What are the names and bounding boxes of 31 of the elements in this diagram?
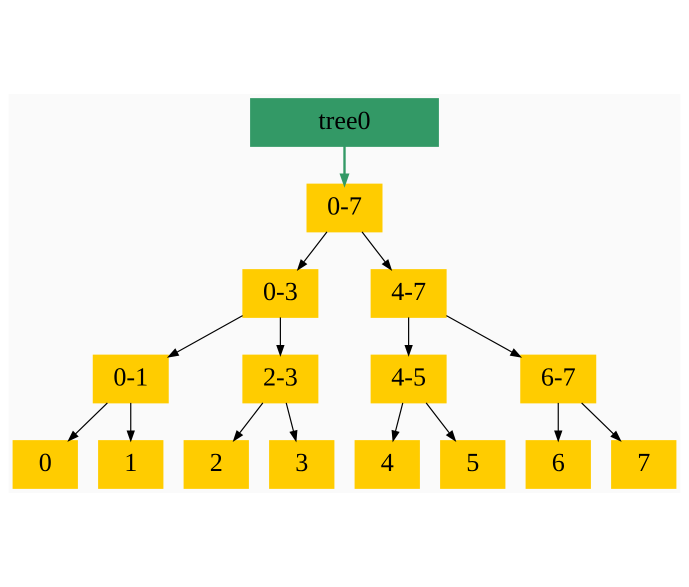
arrow: [166, 315, 243, 358]
node-box: 4-7: [370, 269, 447, 318]
node-box: tree0: [250, 98, 439, 147]
arrow: [404, 317, 413, 357]
arrow: [392, 402, 404, 442]
arrow: [67, 402, 108, 442]
node-box: 0: [12, 440, 78, 489]
node-box: 0-1: [92, 354, 169, 404]
node-box: 1: [98, 440, 164, 489]
arrow: [581, 402, 622, 442]
arrow: [362, 232, 392, 272]
arrow: [126, 402, 135, 442]
node-box: 0-3: [242, 269, 318, 318]
arrow: [446, 315, 522, 358]
arrow: [232, 402, 264, 442]
node-box: 4: [354, 440, 420, 489]
node-box: 0-7: [306, 184, 382, 232]
arrow: [426, 402, 456, 442]
node-box: 4-5: [370, 354, 447, 404]
arrow: [554, 402, 562, 442]
node-box: 2-3: [242, 354, 318, 404]
arrow: [340, 146, 350, 188]
node-box: 6-7: [520, 354, 596, 404]
arrow: [296, 232, 328, 272]
node-box: 5: [440, 440, 506, 489]
node-box: 6: [526, 440, 591, 489]
node-box: 7: [611, 440, 676, 489]
node-box: 2: [184, 440, 249, 489]
node-box: 3: [269, 440, 334, 489]
arrow: [276, 317, 285, 357]
arrow: [286, 402, 298, 442]
